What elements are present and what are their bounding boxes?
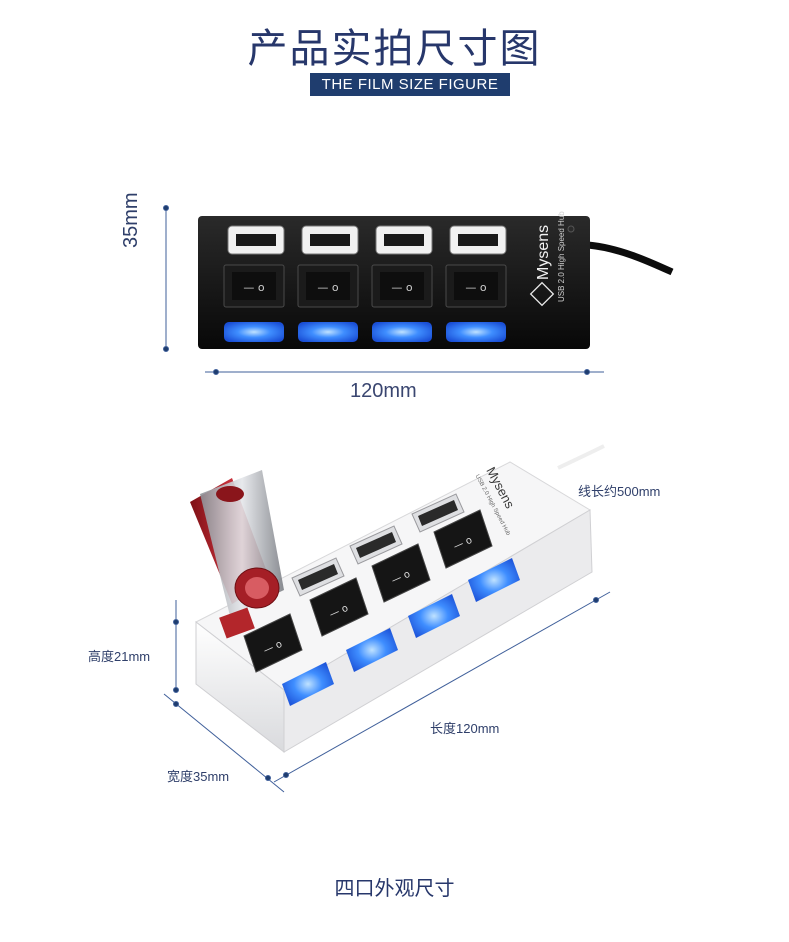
led-2 [298,322,358,342]
page-title: 产品实拍尺寸图 [247,26,542,72]
led-1 [224,322,284,342]
power-led-top [567,225,575,233]
svg-text:— o: — o [243,281,264,294]
led-side-4 [468,558,520,602]
usb-ports-top [227,225,507,255]
brand-logo-top: Mysens USB 2.0 High Speed Hub [529,211,566,307]
figure-caption: 四口外观尺寸 [334,876,455,900]
side-view-hub: — o — o — o — o Mysens USB 2.0 High Spee… [190,444,605,754]
led-side-1 [282,662,334,706]
subtitle-badge: THE FILM SIZE FIGURE [310,73,510,96]
hub-cable-white [557,444,605,470]
led-3 [372,322,432,342]
switch-side-3 [371,543,431,603]
led-side-3 [408,594,460,638]
hub-cable [587,241,674,276]
power-switches-top: — o — o — o — o [223,264,507,308]
usb-flash-drive [190,470,284,639]
led-indicators-side [282,558,520,706]
power-switches-side: — o — o — o — o [243,509,493,673]
led-4 [446,322,506,342]
svg-text:— o: — o [317,281,338,294]
led-side-2 [346,628,398,672]
width-dimension-side: 宽度35mm [167,769,230,784]
brand-name-top: Mysens [535,225,552,280]
top-view-hub: — o — o — o — o Mysens USB 2.0 High Spee… [198,211,674,349]
dimension-lines-side [163,591,611,793]
switch-side-2 [309,577,369,637]
usb-ports-side [291,493,465,597]
svg-text:— o: — o [465,281,486,294]
dimension-lines-top [163,205,604,375]
length-dimension-top: 120mm [350,380,417,402]
height-dimension-top: 35mm [120,192,142,248]
length-dimension-side: 长度120mm [430,721,500,736]
switch-side-4 [433,509,493,569]
height-dimension-side: 高度21mm [88,649,151,664]
led-indicators-top [224,322,506,342]
switch-side-1 [243,613,303,673]
brand-sub-top: USB 2.0 High Speed Hub [557,211,566,302]
cable-length-label: 线长约500mm [578,484,661,499]
svg-text:— o: — o [391,281,412,294]
